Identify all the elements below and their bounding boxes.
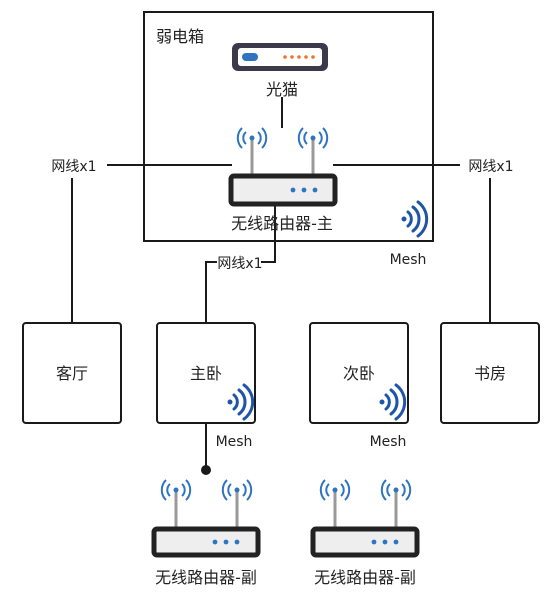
main-router-label: 无线路由器-主 — [231, 214, 333, 233]
cabinet-title: 弱电箱 — [156, 27, 204, 46]
wifi-antenna-icon — [236, 127, 268, 178]
room-study-label: 书房 — [474, 364, 506, 383]
room-living — [22, 322, 122, 424]
wifi-antenna-icon — [380, 479, 412, 530]
room-master — [156, 322, 256, 424]
cable-label-right: 网线x1 — [468, 159, 513, 175]
room-master-label: 主卧 — [190, 364, 222, 383]
mesh-label-cabinet: Mesh — [390, 252, 427, 268]
sub-router-left-label: 无线路由器-副 — [155, 568, 257, 587]
router-icon — [228, 173, 338, 207]
mesh-label-second: Mesh — [370, 434, 407, 450]
mesh-wave-icon — [401, 200, 429, 238]
main-router — [228, 127, 338, 207]
wifi-antenna-icon — [160, 479, 192, 530]
junction-dot-icon — [201, 465, 211, 475]
bedroom-cable-line — [261, 206, 276, 263]
sub-router-right-label: 无线路由器-副 — [314, 568, 416, 587]
mesh-label-master: Mesh — [216, 434, 253, 450]
modem-icon — [232, 43, 328, 71]
connection-lines — [71, 97, 491, 470]
room-second — [309, 322, 409, 424]
router-icon — [310, 526, 420, 558]
room-second-label: 次卧 — [343, 364, 375, 383]
wifi-antenna-icon — [297, 127, 329, 178]
wifi-antenna-icon — [221, 479, 253, 530]
cable-label-left: 网线x1 — [51, 159, 96, 175]
router-icon — [151, 526, 261, 558]
room-study — [440, 322, 540, 424]
mesh-wave-icon — [227, 383, 255, 421]
modem-label: 光猫 — [266, 80, 298, 99]
wifi-antenna-icon — [319, 479, 351, 530]
mesh-wave-icon — [379, 383, 407, 421]
sub-router-left — [151, 479, 261, 558]
sub-router-right — [310, 479, 420, 558]
bedroom-cable-drop — [205, 261, 217, 323]
cable-label-bedroom: 网线x1 — [217, 256, 262, 272]
weak-current-cabinet — [143, 11, 434, 242]
room-living-label: 客厅 — [56, 364, 88, 383]
